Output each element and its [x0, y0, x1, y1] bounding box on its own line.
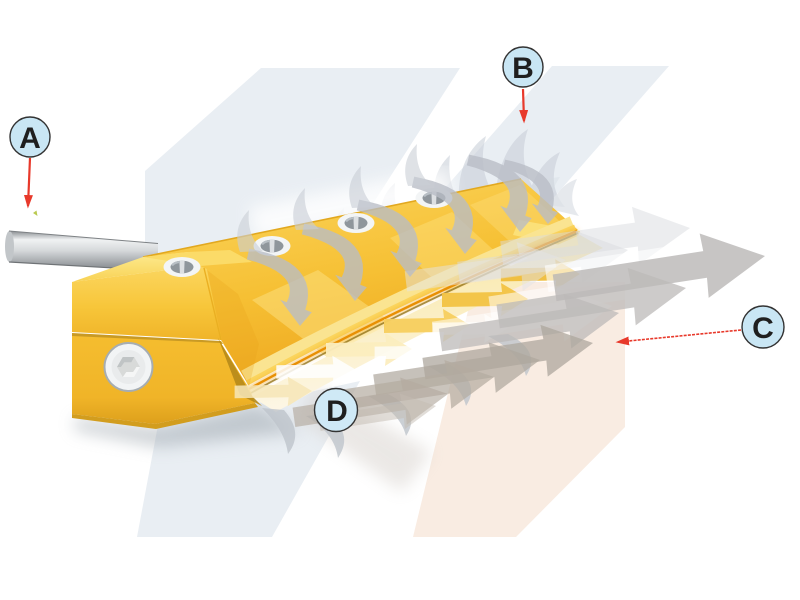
svg-text:D: D — [326, 395, 348, 428]
svg-text:C: C — [752, 312, 774, 345]
svg-text:A: A — [19, 122, 41, 155]
svg-text:B: B — [512, 52, 534, 85]
